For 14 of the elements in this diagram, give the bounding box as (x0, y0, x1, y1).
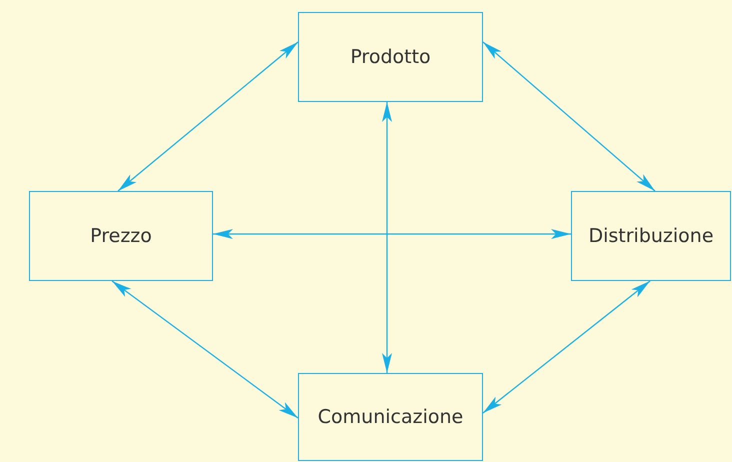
box-label: Prezzo (90, 225, 152, 247)
double-arrow (213, 229, 571, 239)
box-label: Comunicazione (318, 406, 464, 428)
concept-box (298, 12, 483, 102)
double-arrow (482, 42, 656, 192)
concept-box (298, 373, 483, 461)
box-label: Distribuzione (588, 225, 714, 247)
double-arrow (118, 42, 298, 192)
double-arrow (382, 102, 392, 373)
box-label: Prodotto (350, 46, 431, 68)
concept-box (571, 191, 731, 281)
double-arrow (112, 280, 298, 418)
concept-box (29, 191, 213, 281)
double-arrow (482, 280, 650, 414)
